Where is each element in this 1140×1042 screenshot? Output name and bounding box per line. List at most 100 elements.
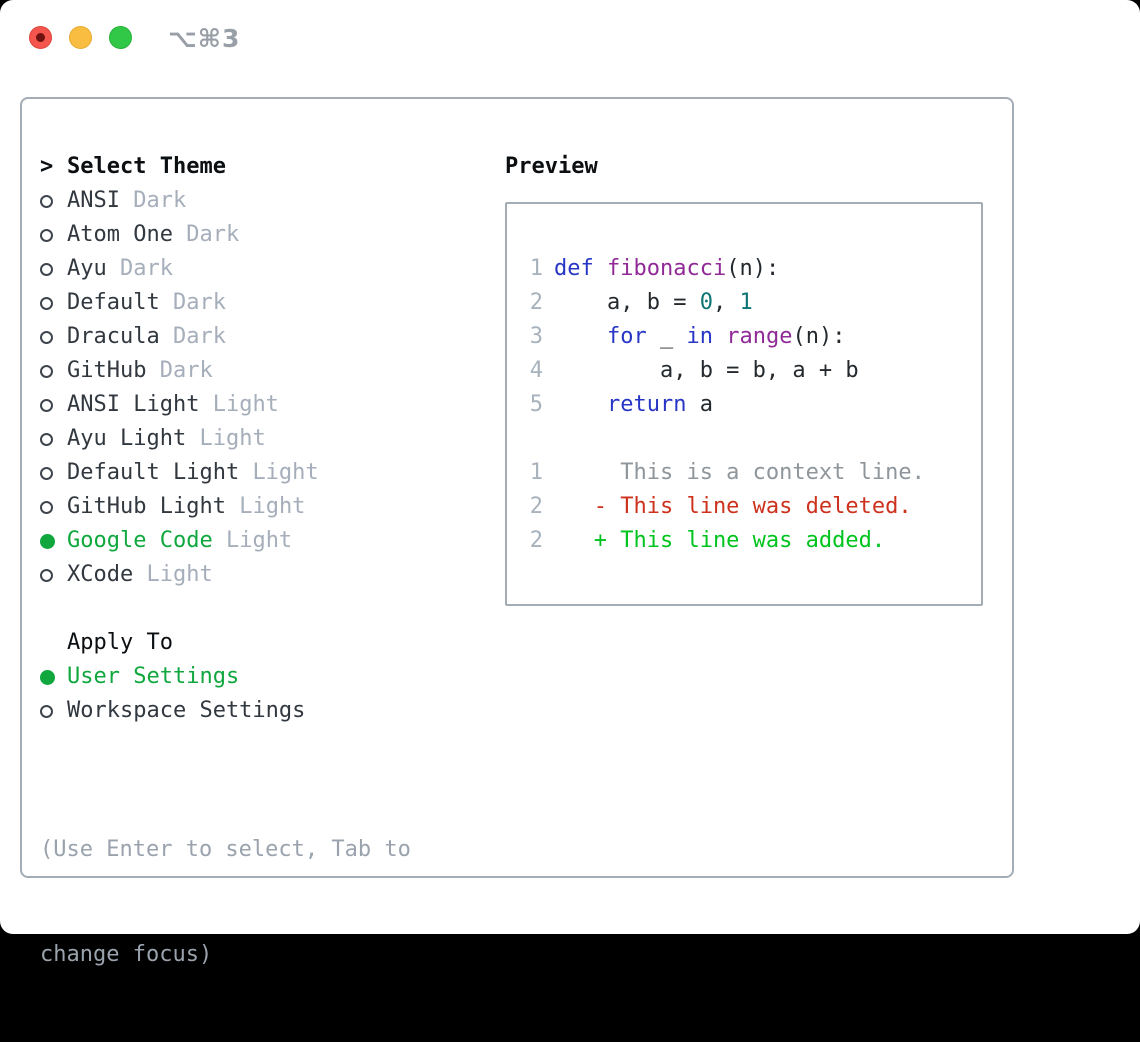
- code-line: 5 return a: [529, 388, 981, 422]
- radio-unselected-icon: [40, 568, 53, 582]
- minimize-button[interactable]: [69, 26, 92, 49]
- code-token: [594, 256, 607, 281]
- radio-unselected-icon: [40, 704, 53, 718]
- help-line-2: change focus): [40, 942, 213, 967]
- line-number: 4: [529, 358, 543, 383]
- theme-variant: [173, 218, 186, 252]
- theme-variant-label: Light: [252, 460, 319, 485]
- apply-to-header: Apply To: [40, 626, 490, 660]
- code-token: - This line was deleted.: [554, 494, 912, 519]
- code-token: 1: [739, 290, 753, 315]
- theme-option[interactable]: Ayu Dark: [40, 252, 490, 286]
- maximize-button[interactable]: [109, 26, 132, 49]
- select-theme-title: Select Theme: [67, 154, 226, 179]
- theme-option[interactable]: XCode Light: [40, 558, 490, 592]
- theme-name: GitHub Light: [67, 494, 226, 519]
- theme-variant-label: Dark: [159, 358, 213, 383]
- line-number: 2: [529, 528, 543, 553]
- theme-option[interactable]: Default Light Light: [40, 456, 490, 490]
- code-line: 1 This is a context line.: [529, 456, 981, 490]
- code-line: [529, 422, 981, 456]
- code-token: _: [646, 324, 687, 349]
- radio-unselected-icon: [40, 432, 53, 446]
- theme-variant-label: Light: [239, 494, 306, 519]
- radio-unselected-icon: [40, 364, 53, 378]
- code-line: 3 for _ in range(n):: [529, 320, 981, 354]
- help-text: (Use Enter to select, Tab to change focu…: [40, 762, 490, 1042]
- line-number: 1: [529, 256, 543, 281]
- code-token: (n):: [726, 256, 780, 281]
- theme-variant: [186, 422, 199, 456]
- theme-option[interactable]: Google Code Light: [40, 524, 490, 558]
- code-token: range: [726, 324, 793, 349]
- theme-variant-label: Dark: [172, 290, 226, 315]
- theme-option[interactable]: GitHub Dark: [40, 354, 490, 388]
- code-token: This is a context line.: [554, 460, 925, 485]
- theme-variant: [107, 252, 120, 286]
- line-number: 1: [529, 460, 543, 485]
- theme-name: Ayu: [67, 256, 107, 281]
- theme-variant: [160, 286, 173, 320]
- code-line: 4 a, b = b, a + b: [529, 354, 981, 388]
- line-number: 2: [529, 494, 543, 519]
- code-line: 2 - This line was deleted.: [529, 490, 981, 524]
- code-token: [554, 324, 607, 349]
- code-token: def: [554, 256, 594, 281]
- apply-target-name: User Settings: [67, 664, 240, 689]
- traffic-lights: [29, 26, 132, 49]
- radio-unselected-icon: [40, 262, 53, 276]
- close-button[interactable]: [29, 26, 52, 49]
- code-token: (n):: [792, 324, 846, 349]
- code-line: 2 + This line was added.: [529, 524, 981, 558]
- code-line: 2 a, b = 0, 1: [529, 286, 981, 320]
- theme-option[interactable]: ANSI Dark: [40, 184, 490, 218]
- theme-variant-label: Dark: [172, 324, 226, 349]
- code-token: + This line was added.: [554, 528, 886, 553]
- theme-variant-label: Dark: [120, 256, 173, 281]
- radio-unselected-icon: [40, 296, 53, 310]
- radio-unselected-icon: [40, 228, 53, 242]
- radio-unselected-icon: [40, 466, 53, 480]
- line-number: 2: [529, 290, 543, 315]
- theme-variant: [133, 558, 146, 592]
- theme-variant: [146, 354, 159, 388]
- theme-name: XCode: [67, 562, 134, 587]
- theme-option[interactable]: ANSI Light Light: [40, 388, 490, 422]
- titlebar: ⌥⌘3: [0, 0, 1140, 76]
- theme-option[interactable]: Dracula Dark: [40, 320, 490, 354]
- code-token: fibonacci: [607, 256, 727, 281]
- apply-target-name: Workspace Settings: [67, 698, 306, 723]
- select-theme-header: > Select Theme: [40, 150, 490, 184]
- theme-variant: [120, 184, 133, 218]
- preview-title: Preview: [505, 154, 598, 179]
- line-number: 3: [529, 324, 543, 349]
- code-token: for: [606, 324, 647, 349]
- theme-option[interactable]: Atom One Dark: [40, 218, 490, 252]
- theme-option[interactable]: GitHub Light Light: [40, 490, 490, 524]
- apply-to-option[interactable]: Workspace Settings: [40, 694, 490, 728]
- theme-option[interactable]: Default Dark: [40, 286, 490, 320]
- code-token: ,: [712, 290, 740, 315]
- theme-name: Atom One: [67, 222, 173, 247]
- radio-selected-icon: [40, 533, 55, 549]
- line-number: 5: [529, 392, 543, 417]
- theme-variant-label: Dark: [186, 222, 240, 247]
- code-token: [713, 324, 726, 349]
- code-token: a: [686, 392, 713, 417]
- theme-variant-label: Dark: [133, 188, 187, 213]
- theme-variant: [226, 490, 239, 524]
- theme-variant-label: Light: [146, 562, 213, 587]
- apply-to-option[interactable]: User Settings: [40, 660, 490, 694]
- theme-option[interactable]: Ayu Light Light: [40, 422, 490, 456]
- radio-unselected-icon: [40, 500, 53, 514]
- theme-name: Google Code: [67, 528, 213, 553]
- focus-caret-icon: >: [40, 154, 54, 179]
- code-token: [554, 392, 607, 417]
- theme-name: ANSI Light: [67, 392, 200, 417]
